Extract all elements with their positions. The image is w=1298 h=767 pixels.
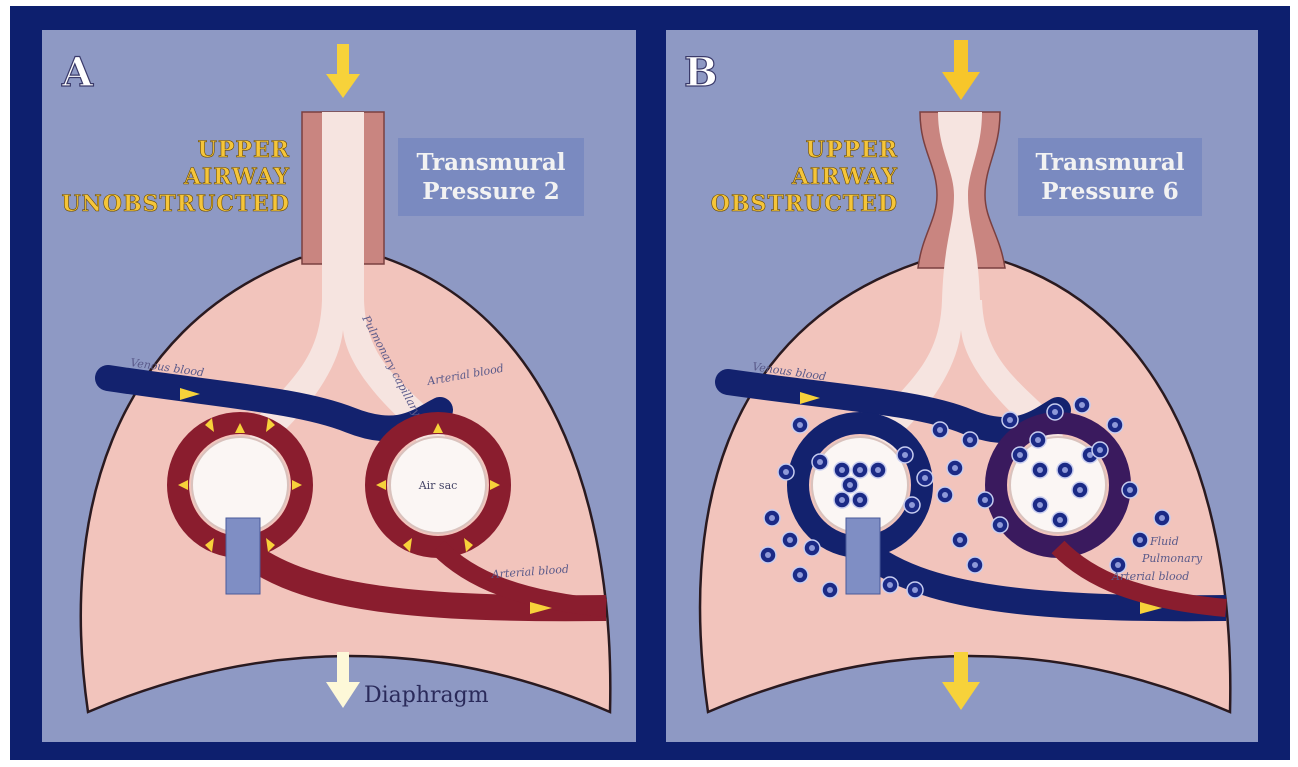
panel-b-airway-line-2: AIRWAY <box>791 164 898 190</box>
fluid-droplet-core <box>839 467 845 473</box>
fluid-droplet-core <box>1077 487 1083 493</box>
panel-a-pressure-line-1: Transmural <box>417 149 566 176</box>
fluid-droplet-core <box>887 582 893 588</box>
panel-a-airway-line-3: UNOBSTRUCTED <box>61 191 290 217</box>
fluid-droplet-core <box>1112 422 1118 428</box>
fluid-droplet-core <box>847 482 853 488</box>
panel-a-diaphragm-label: Diaphragm <box>364 683 489 708</box>
fluid-droplet-core <box>1115 562 1121 568</box>
panel-b-airway-line-1: UPPER <box>806 137 898 163</box>
fluid-droplet-core <box>1007 417 1013 423</box>
panel-a-interstitium <box>226 518 260 594</box>
fluid-droplet-core <box>827 587 833 593</box>
panel-a-letter: A <box>61 49 94 96</box>
fluid-droplet-core <box>797 572 803 578</box>
panel-a-airway-line-1: UPPER <box>198 137 290 163</box>
fluid-droplet-core <box>997 522 1003 528</box>
fluid-droplet-core <box>769 515 775 521</box>
fluid-droplet-core <box>1035 437 1041 443</box>
fluid-droplet-core <box>1037 502 1043 508</box>
fluid-droplet-core <box>857 467 863 473</box>
panel-a-pressure-line-2: Pressure 2 <box>422 178 559 205</box>
panel-a: A UPPER AIRWAY UNOBSTRUCTED Transmural P… <box>42 30 636 742</box>
panel-b-fluid-label-3: Arterial blood <box>1111 570 1189 583</box>
fluid-droplet-core <box>972 562 978 568</box>
fluid-droplet-core <box>922 475 928 481</box>
panel-b-pressure-line-2: Pressure 6 <box>1041 178 1178 205</box>
fluid-droplet-core <box>952 465 958 471</box>
fluid-droplet-core <box>875 467 881 473</box>
fluid-droplet-core <box>1037 467 1043 473</box>
panel-b-airway-line-3: OBSTRUCTED <box>711 191 898 217</box>
fluid-droplet-core <box>797 422 803 428</box>
fluid-droplet-core <box>1062 467 1068 473</box>
fluid-droplet-core <box>1097 447 1103 453</box>
fluid-droplet-core <box>957 537 963 543</box>
fluid-droplet-core <box>817 459 823 465</box>
fluid-droplet-core <box>765 552 771 558</box>
fluid-droplet-core <box>982 497 988 503</box>
panel-a-airway-line-2: AIRWAY <box>183 164 290 190</box>
fluid-droplet-core <box>967 437 973 443</box>
fluid-droplet-core <box>787 537 793 543</box>
panel-b-fluid-label-2: Pulmonary <box>1141 552 1203 565</box>
fluid-droplet-core <box>1017 452 1023 458</box>
fluid-droplet-core <box>1057 517 1063 523</box>
fluid-droplet-core <box>902 452 908 458</box>
fluid-droplet-core <box>909 502 915 508</box>
fluid-droplet-core <box>839 497 845 503</box>
fluid-droplet-core <box>937 427 943 433</box>
fluid-droplet-core <box>1052 409 1058 415</box>
fluid-droplet-core <box>1127 487 1133 493</box>
fluid-droplet-core <box>1159 515 1165 521</box>
panel-a-trachea <box>322 112 364 302</box>
fluid-droplet-core <box>783 469 789 475</box>
panel-a-air-sac-label: Air sac <box>418 479 458 492</box>
fluid-droplet-core <box>809 545 815 551</box>
fluid-droplet-core <box>1137 537 1143 543</box>
panel-b-letter: B <box>684 49 718 96</box>
panel-b-pressure-line-1: Transmural <box>1036 149 1185 176</box>
fluid-droplet-core <box>942 492 948 498</box>
fluid-droplet-core <box>1079 402 1085 408</box>
fluid-droplet-core <box>912 587 918 593</box>
panel-b-interstitium <box>846 518 880 594</box>
fluid-droplet-core <box>857 497 863 503</box>
panel-b-fluid-label-1: Fluid <box>1149 535 1179 548</box>
panel-b: B UPPER AIRWAY OBSTRUCTED Transmural Pre… <box>666 30 1258 742</box>
